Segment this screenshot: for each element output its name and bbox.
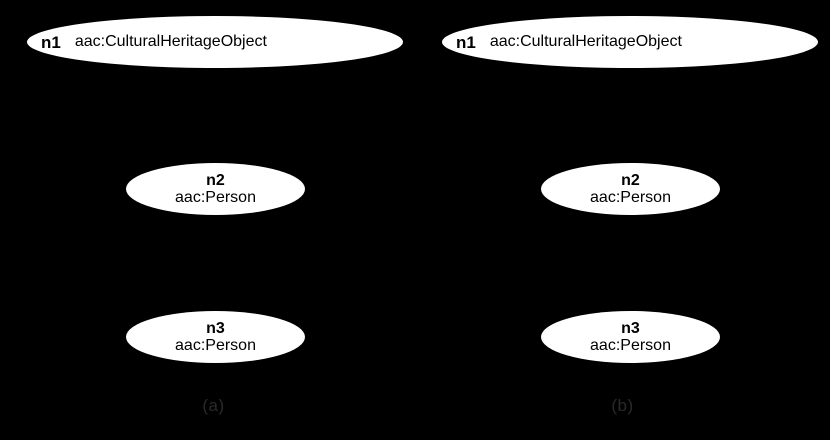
panel-caption-a: (a) xyxy=(202,396,225,415)
graph-node-n2-type: aac:Person xyxy=(590,188,671,206)
graph-node-n3-id: n3 xyxy=(621,319,640,337)
graph-node-n2-type: aac:Person xyxy=(175,188,256,206)
graph-node-n2[interactable]: n2 aac:Person xyxy=(541,163,720,215)
graph-node-n3-type: aac:Person xyxy=(590,336,671,354)
graph-node-n1[interactable]: n1 aac:CulturalHeritageObject xyxy=(442,16,818,68)
graph-node-n1-type: aac:CulturalHeritageObject xyxy=(489,33,682,50)
graph-node-n2[interactable]: n2 aac:Person xyxy=(126,163,305,215)
graph-node-n2-id: n2 xyxy=(621,171,640,189)
panel-caption-b: (b) xyxy=(611,396,634,415)
graph-node-n3-type: aac:Person xyxy=(175,336,256,354)
graph-panel-a: n1 aac:CulturalHeritageObject n2 aac:Per… xyxy=(27,16,403,415)
graph-node-n1[interactable]: n1 aac:CulturalHeritageObject xyxy=(27,16,403,68)
graph-node-n1-type: aac:CulturalHeritageObject xyxy=(74,33,267,50)
graph-panel-b: n1 aac:CulturalHeritageObject n2 aac:Per… xyxy=(415,0,830,440)
graph-node-n2-id: n2 xyxy=(206,171,225,189)
graph-node-n3[interactable]: n3 aac:Person xyxy=(126,311,305,363)
graph-node-n3[interactable]: n3 aac:Person xyxy=(541,311,720,363)
graph-node-n3-id: n3 xyxy=(206,319,225,337)
graph-node-n1-id: n1 xyxy=(41,32,61,52)
graph-node-n1-id: n1 xyxy=(456,32,476,52)
